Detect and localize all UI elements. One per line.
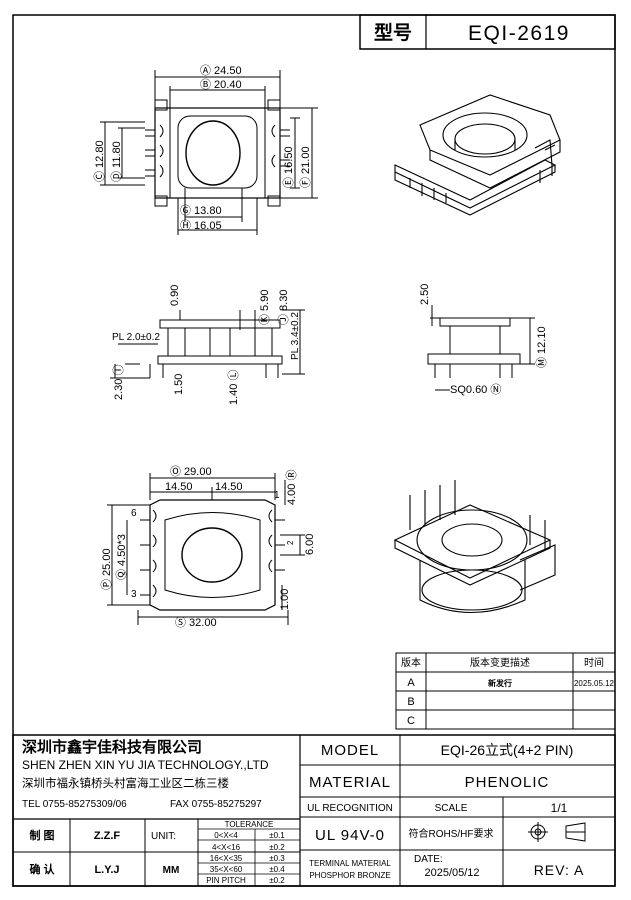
title-block: 深圳市鑫宇佳科技有限公司 SHEN ZHEN XIN YU JIA TECHNO…	[12, 734, 616, 887]
rohs-note: 符合ROHS/HF要求	[409, 827, 494, 840]
terminal-material-value: PHOSPHOR BRONZE	[309, 871, 390, 880]
dim-i: 2.30 Ⓘ	[112, 365, 125, 400]
dim-d: Ⓓ 11.80	[110, 141, 123, 182]
bottom-view-dimensions: Ⓞ 29.00 14.50 14.50 4.00 Ⓡ Ⓟ 25.00 Ⓠ 4.5…	[100, 465, 316, 629]
check-name: L.Y.J	[94, 864, 119, 876]
dim-090: 0.90	[169, 285, 181, 306]
company-fax: FAX 0755-85275297	[170, 799, 262, 810]
dim-150: 1.50	[173, 374, 185, 395]
dim-c: Ⓒ 12.80	[93, 140, 106, 182]
dim-pl2: PL 2.0±0.2	[112, 332, 160, 343]
model-label: MODEL	[321, 742, 379, 759]
isometric-view-bottom	[393, 480, 556, 613]
revision-row-ver: C	[407, 715, 415, 727]
company-name-en: SHEN ZHEN XIN YU JIA TECHNOLOGY.,LTD	[22, 758, 269, 772]
dim-600: 6.00	[304, 534, 316, 555]
dim-h: Ⓗ 16.05	[180, 219, 222, 232]
unit-label: UNIT:	[151, 831, 176, 842]
revision-col-ver: 版本	[401, 656, 421, 669]
pin-label-3: 3	[131, 589, 137, 600]
dim-n: SQ0.60 Ⓝ	[450, 383, 501, 396]
check-label: 确 认	[29, 862, 55, 876]
tolerance-range: PIN PITCH	[206, 876, 246, 885]
dim-f: Ⓕ 21.00	[299, 146, 312, 188]
company-address: 深圳市福永镇桥头村富海工业区二栋三楼	[22, 776, 229, 790]
dim-q: Ⓠ 4.50*3	[115, 534, 128, 580]
header-model-value: EQI-2619	[468, 22, 570, 45]
top-view-drawing	[100, 70, 318, 235]
tolerance-range: 35<X<60	[210, 865, 243, 874]
ul-value: UL 94V-0	[315, 827, 385, 844]
revision-value: REV: A	[534, 862, 585, 878]
revision-col-time: 时间	[584, 656, 604, 669]
revision-col-desc: 版本变更描述	[470, 656, 530, 669]
projection-symbol-icon	[528, 822, 586, 842]
dim-r: 4.00 Ⓡ	[285, 470, 298, 505]
side-view-dimensions: 0.90 Ⓚ 5.90 Ⓙ 8.30 PL 2.0±0.2 PL 3.4±0.2…	[112, 285, 301, 405]
pin-label-2: 2	[286, 540, 295, 545]
material-value: PHENOLIC	[465, 774, 550, 791]
dim-a: Ⓐ 24.50	[200, 64, 242, 77]
scale-label: SCALE	[435, 803, 468, 814]
dim-pl34: PL 3.4±0.2	[290, 312, 301, 360]
dim-s: Ⓢ 32.00	[175, 616, 217, 629]
tolerance-range: 0<X<4	[214, 831, 238, 840]
dim-half-left: 14.50	[165, 481, 193, 493]
material-label: MATERIAL	[309, 774, 391, 791]
revision-row-desc: 新发行	[488, 678, 512, 688]
revision-row-ver: A	[407, 677, 415, 689]
tolerance-value: ±0.1	[269, 831, 285, 840]
dim-m: Ⓜ 12.10	[535, 326, 548, 368]
company-name-cn: 深圳市鑫宇佳科技有限公司	[22, 738, 202, 756]
dim-250: 2.50	[419, 284, 431, 305]
unit-value: MM	[163, 865, 180, 876]
revision-table: 版本 版本变更描述 时间 A 新发行 2025.05.12 B C	[395, 652, 616, 730]
date-value: 2025/05/12	[424, 867, 479, 879]
dim-k: Ⓚ 5.90	[258, 290, 271, 325]
tolerance-range: 16<X<35	[210, 854, 243, 863]
right-side-view-drawing	[427, 305, 535, 391]
revision-row-ver: B	[407, 696, 414, 708]
header-model-box: 型号 EQI-2619	[359, 14, 616, 50]
draw-name: Z.Z.F	[94, 830, 121, 842]
tolerance-value: ±0.2	[269, 843, 285, 852]
pin-label-1: 1	[274, 490, 280, 501]
pin-label-6: 6	[131, 508, 137, 519]
header-model-label: 型号	[374, 21, 412, 44]
dim-b: Ⓑ 20.40	[200, 78, 242, 91]
side-view-drawing	[110, 309, 305, 379]
dim-p: Ⓟ 25.00	[100, 548, 113, 590]
date-label: DATE:	[414, 854, 443, 865]
terminal-material-label: TERMINAL MATERIAL	[309, 859, 391, 868]
draw-label: 制 图	[29, 828, 54, 842]
top-view-dimensions: Ⓐ 24.50 Ⓑ 20.40 Ⓖ 13.80 Ⓗ 16.05 Ⓒ 12.80 …	[93, 64, 312, 232]
isometric-view-top	[394, 94, 561, 216]
tolerance-value: ±0.4	[269, 865, 285, 874]
tolerance-value: ±0.3	[269, 854, 285, 863]
tolerance-range: 4<X<16	[212, 843, 241, 852]
dim-j: Ⓙ 8.30	[277, 290, 290, 325]
dim-l: 1.40 Ⓛ	[227, 370, 240, 405]
dim-100: 1.00	[279, 589, 291, 610]
scale-value: 1/1	[551, 801, 568, 815]
dim-e: Ⓔ 16.50	[282, 146, 295, 188]
ul-recognition-label: UL RECOGNITION	[307, 803, 393, 814]
right-side-view-dimensions: 2.50 Ⓜ 12.10 SQ0.60 Ⓝ	[419, 284, 548, 396]
company-tel: TEL 0755-85275309/06	[22, 799, 127, 810]
dim-half-right: 14.50	[215, 481, 243, 493]
revision-row-time: 2025.05.12	[574, 679, 615, 688]
tolerance-value: ±0.2	[269, 876, 285, 885]
dim-g: Ⓖ 13.80	[180, 204, 222, 217]
tolerance-title: TOLERANCE	[225, 820, 274, 829]
bottom-view-drawing	[107, 473, 305, 625]
model-value: EQI-26立式(4+2 PIN)	[441, 742, 574, 758]
dim-o: Ⓞ 29.00	[170, 465, 212, 478]
